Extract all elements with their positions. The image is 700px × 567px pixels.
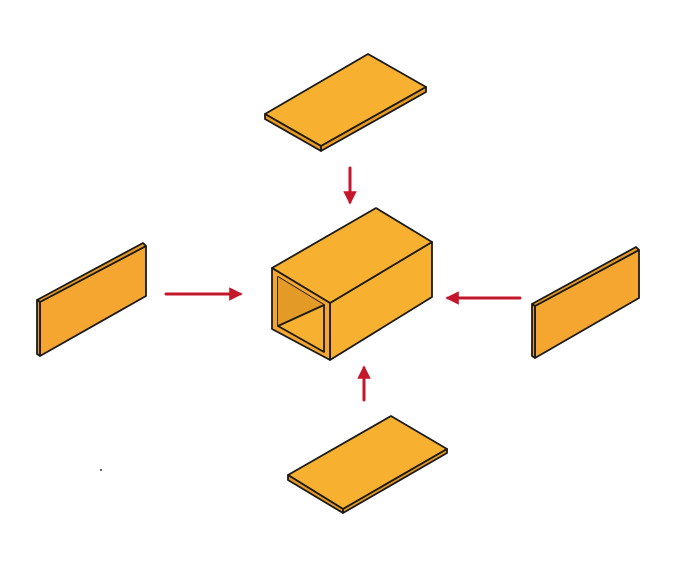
top-panel (264, 53, 427, 152)
right-panel-face (534, 249, 640, 359)
right-panel-side-edge (531, 303, 536, 359)
tube-inner-edge (277, 304, 325, 327)
assembled-tube (271, 207, 433, 361)
bottom-panel-side-edge (342, 448, 448, 514)
arrows (164, 166, 522, 402)
left-panel-side-edge (36, 299, 41, 357)
tube-inner-wall (278, 277, 324, 326)
stray-dot (100, 469, 102, 471)
right-panel (531, 246, 640, 359)
top-panel-side-edge (320, 86, 427, 152)
bottom-panel (287, 415, 448, 514)
left-panel (36, 242, 147, 357)
left-panel-face (39, 245, 147, 357)
